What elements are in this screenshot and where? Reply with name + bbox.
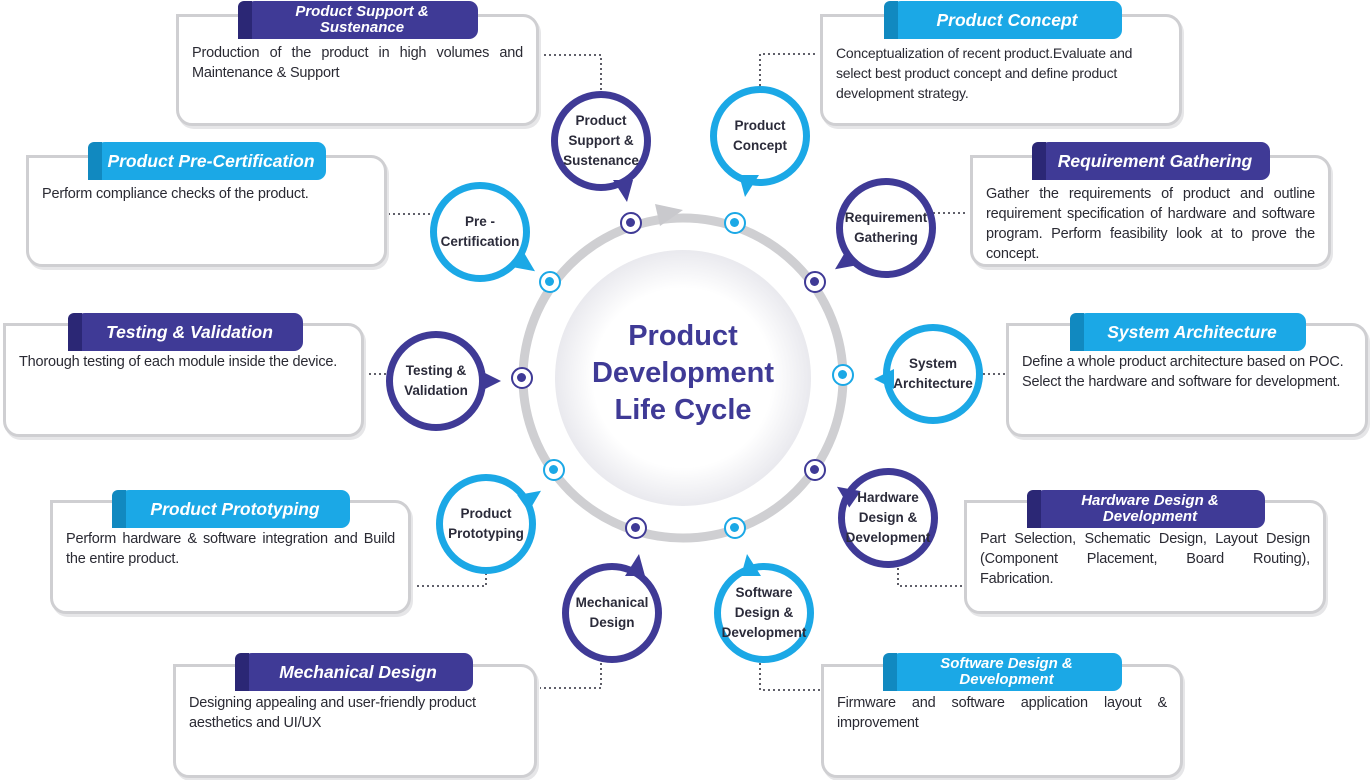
- center-title-line1: Product: [628, 320, 738, 352]
- card-software-design-desc: Firmware and software application layout…: [837, 695, 1167, 731]
- connector-concept: [759, 53, 818, 86]
- tag-testing-validation-label: Testing & Validation: [106, 322, 273, 342]
- tag-product-concept: Product Concept: [884, 1, 1122, 39]
- card-requirement-gathering-desc: Gather the requirements of product and o…: [986, 186, 1315, 262]
- card-mechanical-design-desc: Designing appealing and user-friendly pr…: [189, 695, 476, 731]
- card-testing-validation-desc: Thorough testing of each module inside t…: [19, 354, 338, 370]
- tag-software-design-line1: Software Design &: [940, 655, 1073, 672]
- tag-product-support-line1: Product Support &: [295, 3, 429, 20]
- card-pre-certification-desc: Perform compliance checks of the product…: [42, 186, 309, 202]
- tag-pre-certification: Product Pre-Certification: [88, 142, 326, 180]
- tag-system-architecture: System Architecture: [1070, 313, 1306, 351]
- bubble-system-architecture-line2: Architecture: [893, 376, 973, 391]
- connector-hardware: [897, 568, 962, 587]
- bubble-testing-validation-line1: Testing &: [405, 363, 467, 378]
- bubble-hardware-design-line1: Hardware: [857, 490, 919, 505]
- connector-software: [759, 663, 820, 691]
- bubble-product-prototyping-line1: Product: [460, 506, 512, 521]
- card-hardware-design-desc: Part Selection, Schematic Design, Layout…: [980, 531, 1310, 587]
- card-system-architecture-desc: Define a whole product architecture base…: [1022, 354, 1344, 390]
- ring-dot-hardware: [804, 459, 826, 481]
- tag-system-architecture-label: System Architecture: [1107, 322, 1277, 342]
- bubble-testing-validation: Testing & Validation: [386, 331, 501, 431]
- bubble-testing-validation-line2: Validation: [404, 383, 468, 398]
- bubble-hardware-design-line3: Development: [845, 530, 931, 545]
- center-title: Product Development Life Cycle: [573, 318, 793, 429]
- tag-mechanical-design: Mechanical Design: [235, 653, 473, 691]
- tag-software-design: Software Design &Development: [883, 653, 1122, 691]
- tag-hardware-design-line2: Development: [1102, 508, 1198, 525]
- bubble-software-design-line3: Development: [721, 625, 807, 640]
- ring-dot-architecture: [832, 364, 854, 386]
- card-requirement-gathering: Gather the requirements of product and o…: [970, 155, 1331, 267]
- tag-product-support-line2: Sustenance: [319, 19, 405, 36]
- bubble-pre-certification-line2: Certification: [440, 234, 520, 249]
- bubble-requirement-gathering-line1: Requirement: [844, 210, 928, 225]
- bubble-software-design-line1: Software: [735, 585, 793, 600]
- tag-pre-certification-label: Product Pre-Certification: [107, 151, 315, 171]
- center-title-line2: Development: [591, 357, 775, 389]
- bubble-product-prototyping-line2: Prototyping: [448, 526, 524, 541]
- card-product-concept-desc: Conceptualization of recent product.Eval…: [836, 45, 1133, 101]
- connector-support: [541, 54, 602, 90]
- connector-mechanical: [540, 663, 602, 689]
- tag-product-prototyping: Product Prototyping: [112, 490, 350, 528]
- bubble-system-architecture-line1: System: [908, 356, 958, 371]
- card-product-prototyping-desc: Perform hardware & software integration …: [66, 531, 395, 567]
- tag-mechanical-design-label: Mechanical Design: [279, 662, 437, 682]
- tag-hardware-design-line1: Hardware Design &: [1081, 492, 1219, 509]
- tag-testing-validation: Testing & Validation: [68, 313, 303, 351]
- bubble-product-concept-line2: Concept: [733, 138, 787, 153]
- bubble-product-support-line1: Product: [575, 113, 627, 128]
- cycle-arrow-icon: [655, 204, 683, 226]
- bubble-pre-certification-line1: Pre -: [465, 214, 496, 229]
- bubble-hardware-design-line2: Design &: [858, 510, 918, 525]
- center-title-line3: Life Cycle: [614, 394, 752, 426]
- bubble-requirement-gathering-line2: Gathering: [854, 230, 918, 245]
- ring-dot-mechanical: [625, 517, 647, 539]
- tag-requirement-gathering-label: Requirement Gathering: [1057, 151, 1253, 171]
- ring-dot-precert: [539, 271, 561, 293]
- ring-dot-prototyping: [543, 459, 565, 481]
- ring-dot-testing: [511, 367, 533, 389]
- ring-dot-requirement: [804, 271, 826, 293]
- card-product-support-desc: Production of the product in high volume…: [192, 45, 523, 81]
- tag-hardware-design: Hardware Design &Development: [1027, 490, 1265, 528]
- bubble-software-design-line2: Design &: [734, 605, 794, 620]
- ring-dot-software: [724, 517, 746, 539]
- tag-software-design-line2: Development: [959, 671, 1054, 688]
- tag-product-concept-label: Product Concept: [936, 10, 1078, 30]
- bubble-product-support-line2: Support &: [568, 133, 634, 148]
- bubble-product-concept-line1: Product: [734, 118, 786, 133]
- bubble-mechanical-design-line2: Design: [589, 615, 635, 630]
- center-disc: [555, 250, 811, 506]
- ring-dot-concept: [724, 212, 746, 234]
- tag-product-support: Product Support &Sustenance: [238, 1, 478, 39]
- tag-requirement-gathering: Requirement Gathering: [1032, 142, 1270, 180]
- bubble-mechanical-design-line1: Mechanical: [575, 595, 649, 610]
- bubble-pre-certification: Pre - Certification: [430, 182, 541, 282]
- ring-dot-support: [620, 212, 642, 234]
- bubble-product-support-line3: Sustenance: [563, 153, 639, 168]
- tag-product-prototyping-label: Product Prototyping: [150, 499, 320, 519]
